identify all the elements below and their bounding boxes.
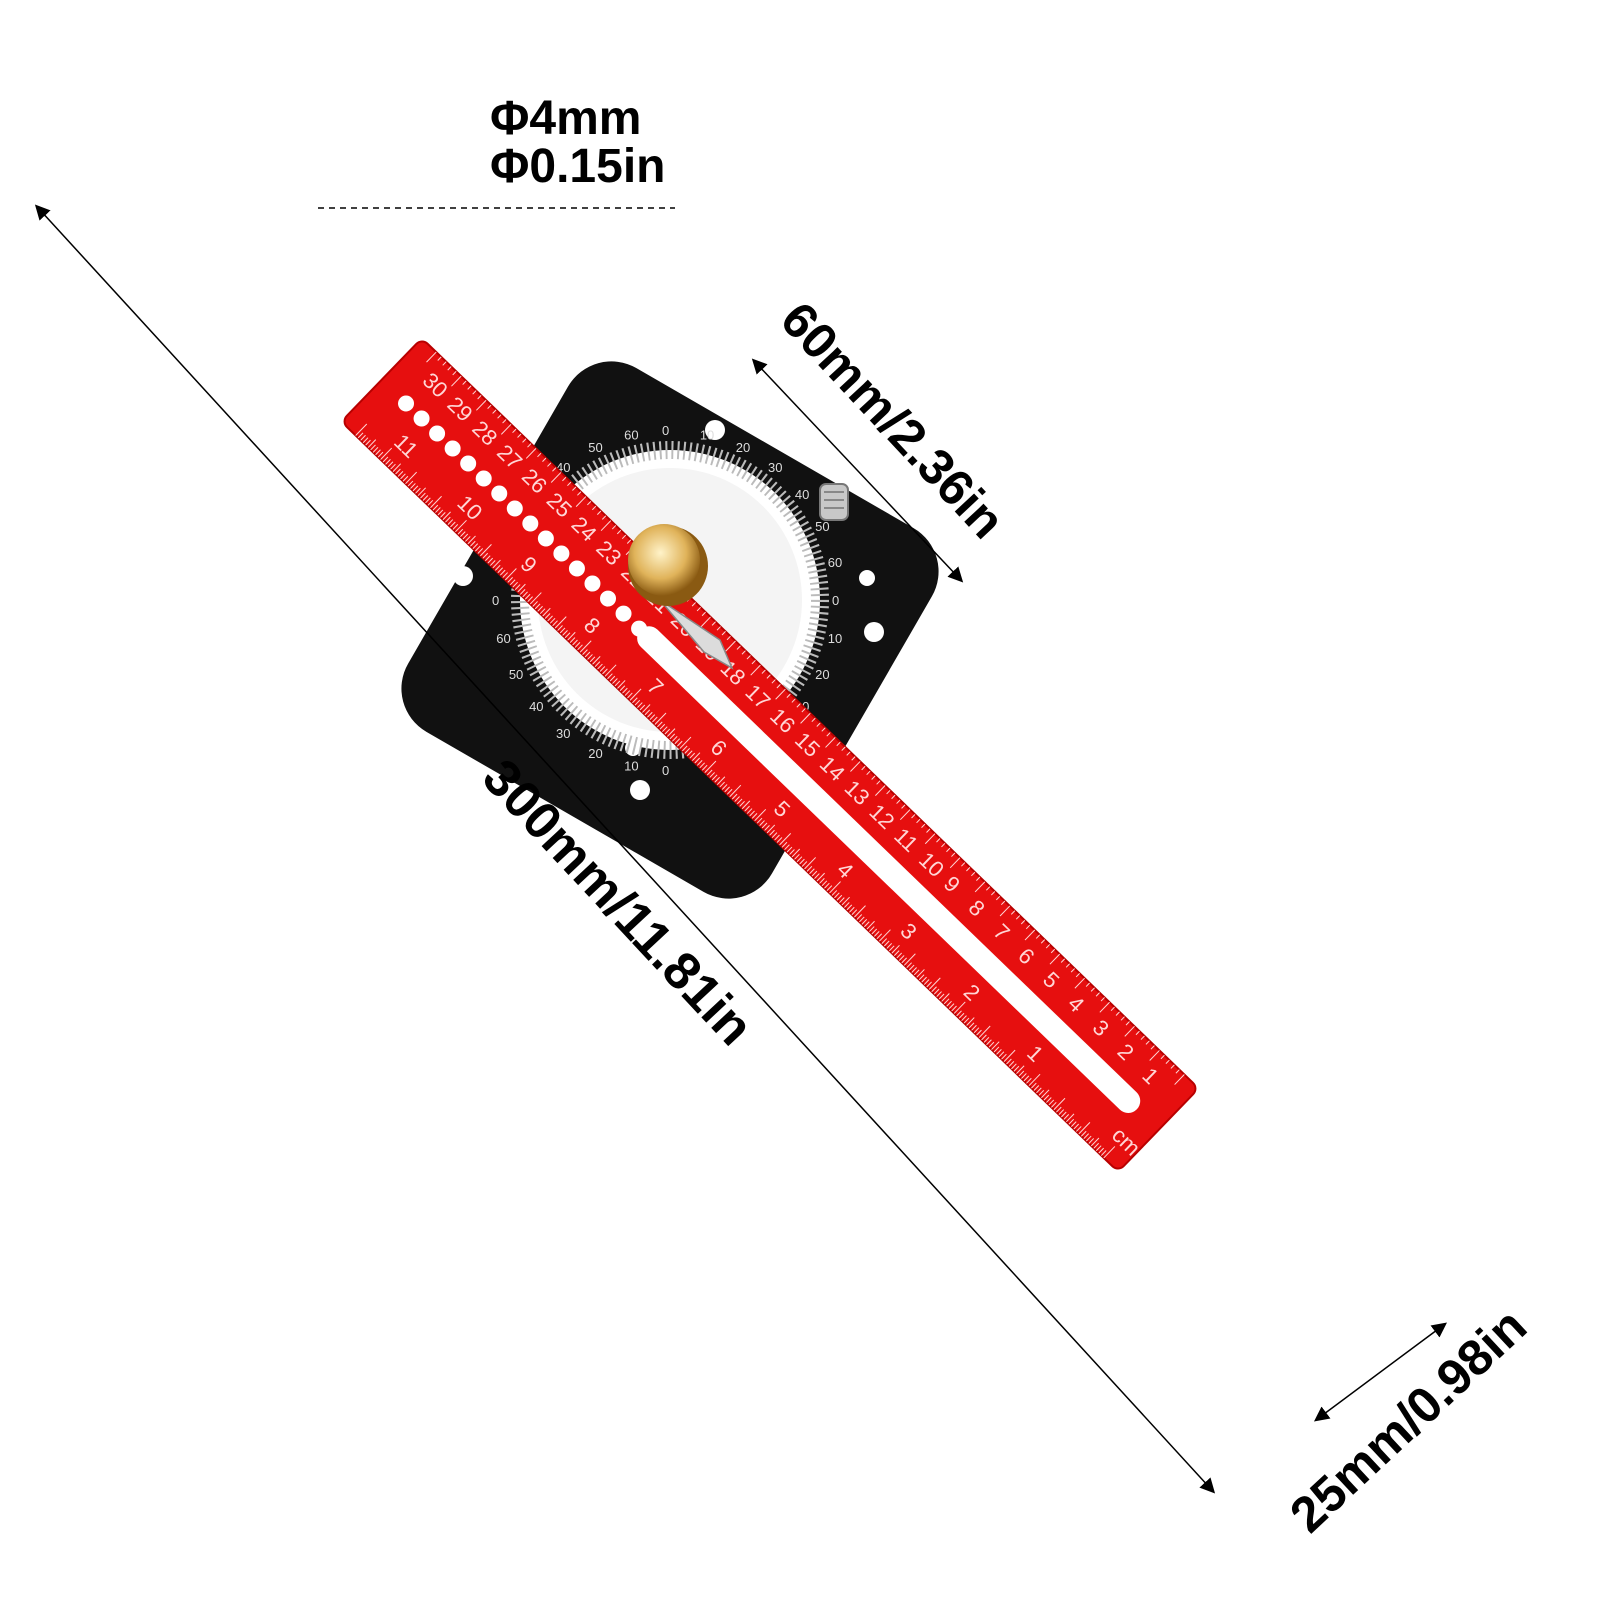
protractor-number: 0	[662, 423, 669, 438]
base-width-dimension-line	[751, 358, 964, 583]
protractor-number: 60	[828, 555, 842, 570]
protractor-number: 20	[815, 667, 829, 682]
protractor-number: 0	[662, 763, 669, 778]
base-hole-top-left	[453, 566, 473, 586]
protractor-number: 40	[795, 487, 809, 502]
protractor-number: 10	[700, 427, 714, 442]
base-hole-right	[864, 622, 884, 642]
protractor-number: 30	[768, 460, 782, 475]
base-hole-extra-2	[859, 570, 875, 586]
protractor-number: 50	[588, 440, 602, 455]
protractor-number: 10	[624, 759, 638, 774]
protractor-number: 60	[496, 631, 510, 646]
protractor-number: 0	[492, 593, 499, 608]
hole-diameter-mm-label: Φ4mm	[490, 92, 641, 145]
protractor-number: 30	[556, 726, 570, 741]
protractor-number: 20	[588, 746, 602, 761]
length-dimension-line	[34, 204, 1216, 1494]
dimension-lines	[34, 204, 1448, 1494]
ruler-width-label: 25mm/0.98in	[1279, 1297, 1537, 1543]
hole-diameter-in-label: Φ0.15in	[490, 140, 665, 193]
ruler-width-dimension-line	[1313, 1322, 1448, 1422]
base-hole-bottom	[630, 780, 650, 800]
protractor-number: 50	[509, 667, 523, 682]
protractor-number: 40	[529, 699, 543, 714]
protractor-number: 0	[832, 593, 839, 608]
protractor-number: 10	[828, 631, 842, 646]
protractor-number: 60	[624, 427, 638, 442]
protractor-number: 50	[815, 519, 829, 534]
protractor-number: 20	[736, 440, 750, 455]
screw-icon[interactable]	[819, 483, 849, 521]
